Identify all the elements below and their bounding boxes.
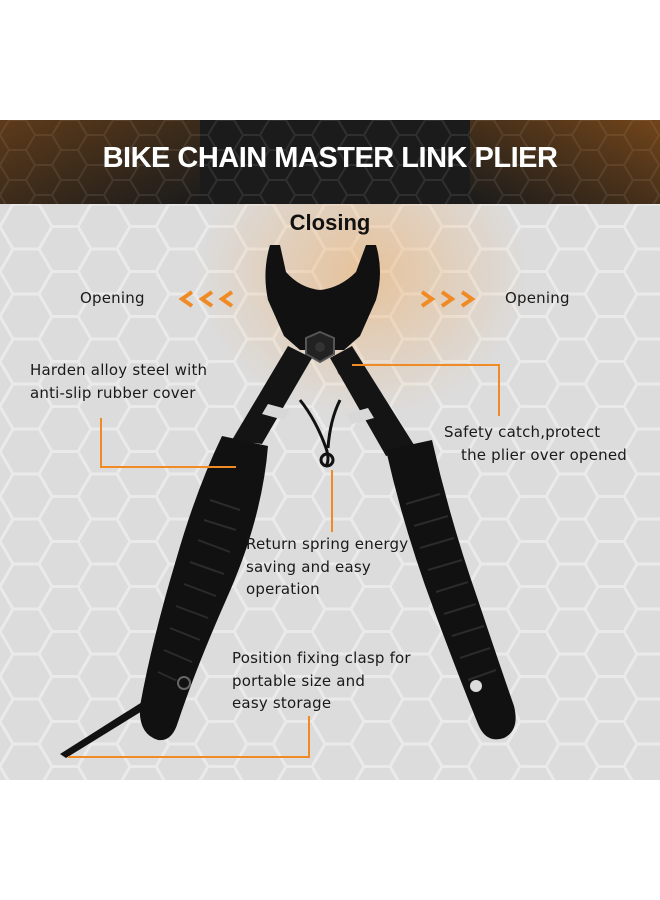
left-arm: [232, 346, 312, 444]
title-banner: BIKE CHAIN MASTER LINK PLIER: [0, 120, 660, 204]
closing-label: Closing: [289, 210, 371, 235]
plier-jaws: [265, 245, 380, 350]
hexagon-pattern: [0, 120, 660, 204]
chevrons-left-icon: [178, 290, 234, 308]
harden-line-2: anti-slip rubber cover: [30, 383, 196, 402]
spring-line-3: operation: [246, 580, 320, 598]
spring-line-1: Return spring energy: [246, 535, 409, 553]
clasp-line-1: Position fixing clasp for: [232, 649, 411, 667]
fixing-clasp: [60, 678, 186, 758]
safety-leader-horizontal: [352, 364, 500, 366]
clasp-callout: Position fixing clasp for portable size …: [232, 647, 411, 715]
opening-right-label: Opening: [505, 289, 570, 307]
hexagon-background: [0, 204, 660, 780]
spring-line-2: saving and easy: [246, 557, 371, 576]
safety-leader-vertical: [498, 364, 500, 416]
hang-hole: [470, 680, 482, 692]
harden-callout: Harden alloy steel with anti-slip rubber…: [30, 359, 207, 404]
left-handle: [139, 436, 268, 741]
clasp-leader-horizontal: [68, 756, 310, 758]
spring-leader: [331, 470, 333, 532]
clasp-line-3: easy storage: [232, 694, 332, 712]
safety-line-1: Safety catch,protect: [444, 423, 601, 441]
harden-leader-vertical: [100, 418, 102, 468]
right-arm: [330, 346, 416, 456]
return-spring: [298, 399, 342, 467]
clasp-line-2: portable size and: [232, 671, 366, 690]
page-title: BIKE CHAIN MASTER LINK PLIER: [102, 142, 558, 174]
chevrons-right-icon: [420, 290, 476, 308]
clasp-leader-vertical: [308, 716, 310, 758]
product-panel: Closing: [0, 204, 660, 780]
safety-line-2: the plier over opened: [461, 445, 628, 464]
right-handle: [386, 440, 516, 740]
harden-line-1: Harden alloy steel with: [30, 361, 208, 379]
opening-left-label: Opening: [80, 289, 145, 307]
harden-leader-horizontal: [100, 466, 236, 468]
safety-callout: Safety catch,protect the plier over open…: [444, 421, 627, 466]
spring-callout: Return spring energy saving and easy ope…: [246, 533, 408, 601]
